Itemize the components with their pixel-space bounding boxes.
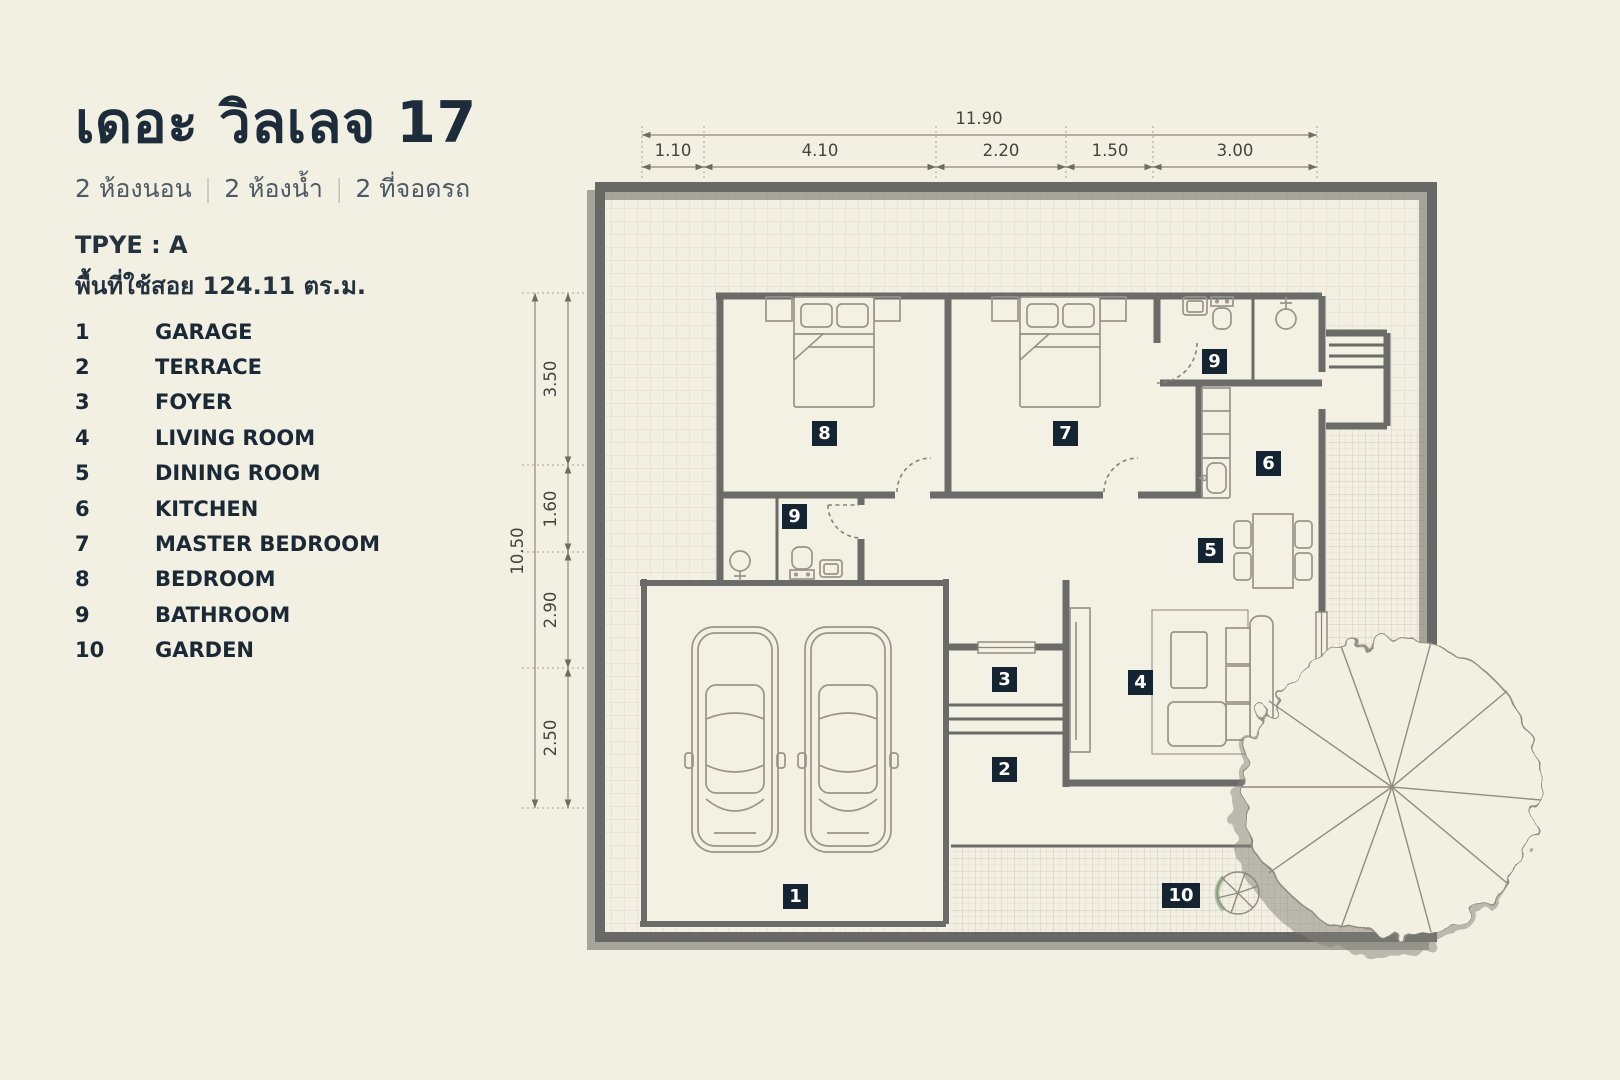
door-arcs: [827, 342, 1198, 539]
svg-text:4.10: 4.10: [802, 141, 839, 160]
room-badge-dining: 5: [1198, 538, 1223, 563]
room-badge-kitchen: 6: [1256, 451, 1281, 476]
svg-text:4: 4: [1134, 672, 1147, 693]
coffee-table: [1170, 631, 1208, 689]
svg-text:10: 10: [1168, 885, 1193, 906]
separator: |: [203, 173, 213, 203]
svg-text:2.90: 2.90: [541, 592, 560, 629]
dimension-top: 11.90 1.10 4.10 2.20 1.50 3.00: [641, 109, 1318, 181]
room-badge-garage: 1: [783, 884, 808, 909]
dimension-left: 10.50 3.50 1.60 2.90 2.50: [508, 292, 594, 809]
svg-text:7: 7: [1059, 423, 1072, 444]
bathroom-fixtures-hall: [729, 546, 843, 581]
dim-total-height: 10.50: [508, 527, 527, 574]
svg-text:3.00: 3.00: [1217, 141, 1254, 160]
svg-text:9: 9: [788, 506, 801, 527]
info-panel: เดอะ วิลเลจ 17 2 ห้องนอน | 2 ห้องน้ำ | 2 ที่…: [75, 92, 535, 305]
room-badge-bath-top: 9: [1202, 349, 1227, 374]
feature-bedrooms: 2 ห้องนอน: [75, 173, 192, 203]
svg-text:1.10: 1.10: [655, 141, 692, 160]
room-badge-master: 7: [1053, 421, 1078, 446]
front-steps: [949, 703, 1063, 735]
room-badge-living: 4: [1128, 670, 1153, 695]
svg-text:8: 8: [818, 423, 831, 444]
bed-bedroom: [765, 296, 901, 408]
svg-text:3.50: 3.50: [541, 361, 560, 398]
svg-text:1.50: 1.50: [1092, 141, 1129, 160]
foyer-window: [977, 641, 1036, 654]
type-label: TPYE : A: [75, 230, 188, 259]
svg-text:6: 6: [1262, 453, 1275, 474]
bathroom-fixtures-top: [1182, 296, 1297, 330]
svg-text:2.50: 2.50: [541, 720, 560, 757]
bed-master: [991, 296, 1127, 408]
dim-total-width: 11.90: [955, 109, 1002, 128]
shower-icon: [729, 550, 751, 581]
dining-set: [1233, 513, 1313, 589]
room-badges: 1 2 3 4 5 6 7 8 9 9 10: [782, 349, 1281, 909]
feature-parking: 2 ที่จอดรถ: [355, 173, 471, 203]
tv-console: [1069, 607, 1091, 753]
kitchen-counter: [1199, 387, 1231, 499]
shower-icon: [1275, 297, 1297, 330]
room-badge-foyer: 3: [992, 667, 1017, 692]
large-tree: [1230, 638, 1542, 957]
page-title: เดอะ วิลเลจ 17: [75, 90, 477, 156]
svg-text:5: 5: [1204, 540, 1217, 561]
small-tree-2: [1214, 871, 1260, 915]
feature-bathrooms: 2 ห้องน้ำ: [224, 173, 323, 203]
area-label: พื้นที่ใช้สอย 124.11 ตร.ม.: [75, 271, 367, 300]
back-porch-steps: [1329, 343, 1384, 369]
svg-text:3: 3: [998, 669, 1011, 690]
svg-text:2.20: 2.20: [983, 141, 1020, 160]
room-badge-bedroom: 8: [812, 421, 837, 446]
svg-text:9: 9: [1208, 351, 1221, 372]
svg-text:1: 1: [789, 886, 802, 907]
feature-summary: 2 ห้องนอน | 2 ห้องน้ำ | 2 ที่จอดรถ: [75, 169, 535, 209]
room-badge-garden: 10: [1162, 883, 1200, 908]
room-badge-bath-hall: 9: [782, 504, 807, 529]
svg-text:1.60: 1.60: [541, 491, 560, 528]
room-badge-terrace: 2: [992, 757, 1017, 782]
separator: |: [334, 173, 344, 203]
svg-text:2: 2: [998, 759, 1011, 780]
